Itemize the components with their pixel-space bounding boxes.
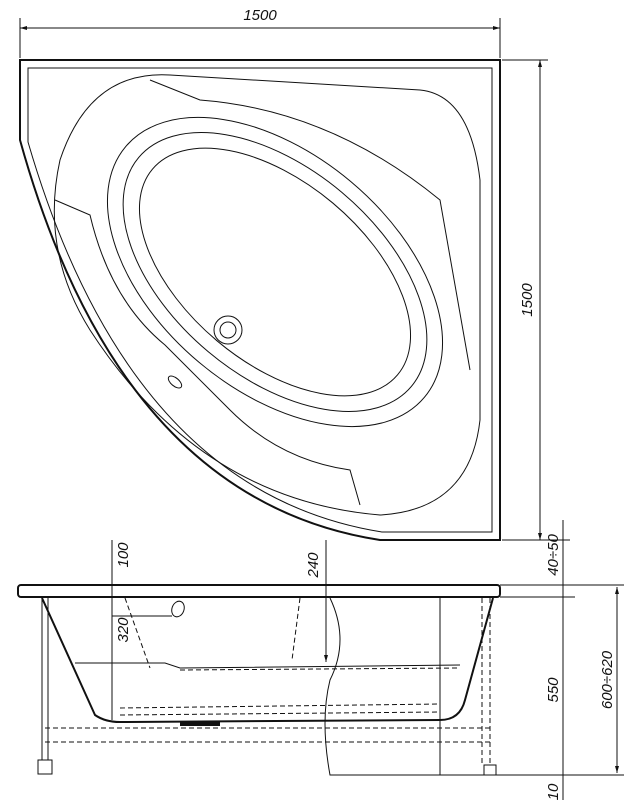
dim-top: 1500 [19,7,501,58]
dim-100: 100 [115,542,132,568]
basin-inner [138,147,412,397]
dim-right: 1500 [502,59,570,541]
side-view [17,584,501,776]
dim-40-50: 40÷50 [545,534,562,576]
dim-top-label: 1500 [243,7,277,24]
side-dims: 100 320 240 40÷50 550 10 600÷620 [111,520,624,800]
top-view [19,59,501,541]
basin-outer [106,116,444,428]
leg-left [37,759,53,775]
dim-10: 10 [545,783,562,800]
dim-right-label: 1500 [519,283,536,317]
leg-right [483,764,497,776]
dim-240: 240 [305,552,322,579]
rim [17,584,501,598]
dim-600-620: 600÷620 [599,650,616,709]
dim-550: 550 [545,677,562,703]
dim-320: 320 [115,617,132,643]
deck-inner [53,74,481,516]
drain-side [180,722,220,726]
drain [213,315,243,345]
overflow-side [171,600,185,618]
tub-outline [19,59,501,541]
overflow [167,375,183,389]
basin-rim [122,132,428,412]
